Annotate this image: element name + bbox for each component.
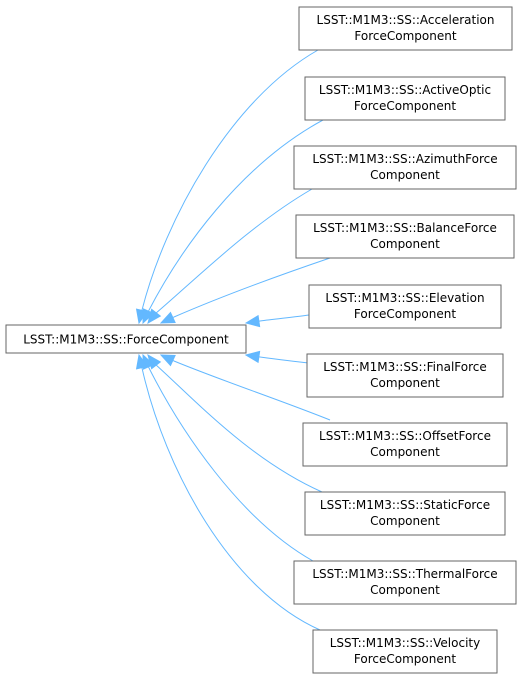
derived-class-label-line2: Component	[370, 376, 440, 390]
derived-class-label-line1: LSST::M1M3::SS::BalanceForce	[313, 221, 497, 235]
inheritance-edge	[259, 314, 310, 322]
inheritance-edge	[141, 367, 321, 631]
derived-class-node[interactable]: LSST::M1M3::SS::ActiveOptic ForceCompone…	[304, 76, 506, 121]
inheritance-edge	[147, 365, 314, 562]
inheritance-edge	[173, 360, 331, 421]
derived-class-label-line1: LSST::M1M3::SS::FinalForce	[323, 360, 487, 374]
derived-class-label-line1: LSST::M1M3::SS::Velocity	[330, 636, 480, 650]
derived-class-node[interactable]: LSST::M1M3::SS::Acceleration ForceCompon…	[298, 6, 513, 51]
derived-class-label-line2: Component	[370, 583, 440, 597]
inheritance-edge	[141, 49, 319, 311]
derived-class-label-line2: ForceComponent	[354, 99, 456, 113]
derived-class-label-line1: LSST::M1M3::SS::AzimuthForce	[312, 152, 497, 166]
inheritance-arrowhead	[159, 354, 176, 367]
derived-class-node[interactable]: LSST::M1M3::SS::FinalForce Component	[306, 353, 504, 398]
inheritance-edges	[135, 49, 331, 631]
derived-class-label-line2: Component	[370, 237, 440, 251]
derived-class-label-line1: LSST::M1M3::SS::ActiveOptic	[319, 83, 491, 97]
base-class-node[interactable]: LSST::M1M3::SS::ForceComponent	[5, 324, 247, 354]
derived-class-label-line2: ForceComponent	[354, 652, 456, 666]
inheritance-edge	[154, 188, 313, 315]
base-class-label: LSST::M1M3::SS::ForceComponent	[23, 333, 229, 347]
derived-class-node[interactable]: LSST::M1M3::SS::OffsetForce Component	[302, 422, 508, 467]
derived-class-label-line2: ForceComponent	[354, 29, 456, 43]
derived-class-node[interactable]: LSST::M1M3::SS::BalanceForce Component	[295, 214, 515, 259]
derived-class-node[interactable]: LSST::M1M3::SS::StaticForce Component	[304, 491, 506, 536]
inheritance-arrowhead	[244, 350, 261, 364]
derived-class-node[interactable]: LSST::M1M3::SS::ThermalForce Component	[293, 560, 517, 605]
derived-class-label-line1: LSST::M1M3::SS::StaticForce	[320, 498, 490, 512]
inheritance-arrowhead	[159, 311, 176, 324]
inheritance-arrowhead	[135, 353, 149, 370]
derived-class-label-line2: ForceComponent	[354, 307, 456, 321]
derived-class-node[interactable]: LSST::M1M3::SS::Velocity ForceComponent	[312, 629, 498, 674]
derived-class-label-line2: Component	[370, 168, 440, 182]
inheritance-arrowhead	[147, 308, 162, 325]
derived-class-label-line1: LSST::M1M3::SS::Elevation	[325, 291, 484, 305]
derived-class-node[interactable]: LSST::M1M3::SS::AzimuthForce Component	[293, 145, 517, 190]
derived-class-label-line1: LSST::M1M3::SS::OffsetForce	[319, 429, 491, 443]
derived-class-label-line1: LSST::M1M3::SS::Acceleration	[317, 13, 495, 27]
derived-class-label-line2: Component	[370, 445, 440, 459]
inheritance-edge	[259, 356, 310, 364]
derived-class-node[interactable]: LSST::M1M3::SS::Elevation ForceComponent	[308, 284, 502, 329]
derived-class-label-line1: LSST::M1M3::SS::ThermalForce	[312, 567, 497, 581]
inheritance-arrowhead	[244, 314, 261, 328]
inheritance-edge	[173, 257, 331, 318]
inheritance-edge	[147, 119, 324, 313]
inheritance-edge	[154, 363, 323, 493]
derived-class-label-line2: Component	[370, 514, 440, 528]
